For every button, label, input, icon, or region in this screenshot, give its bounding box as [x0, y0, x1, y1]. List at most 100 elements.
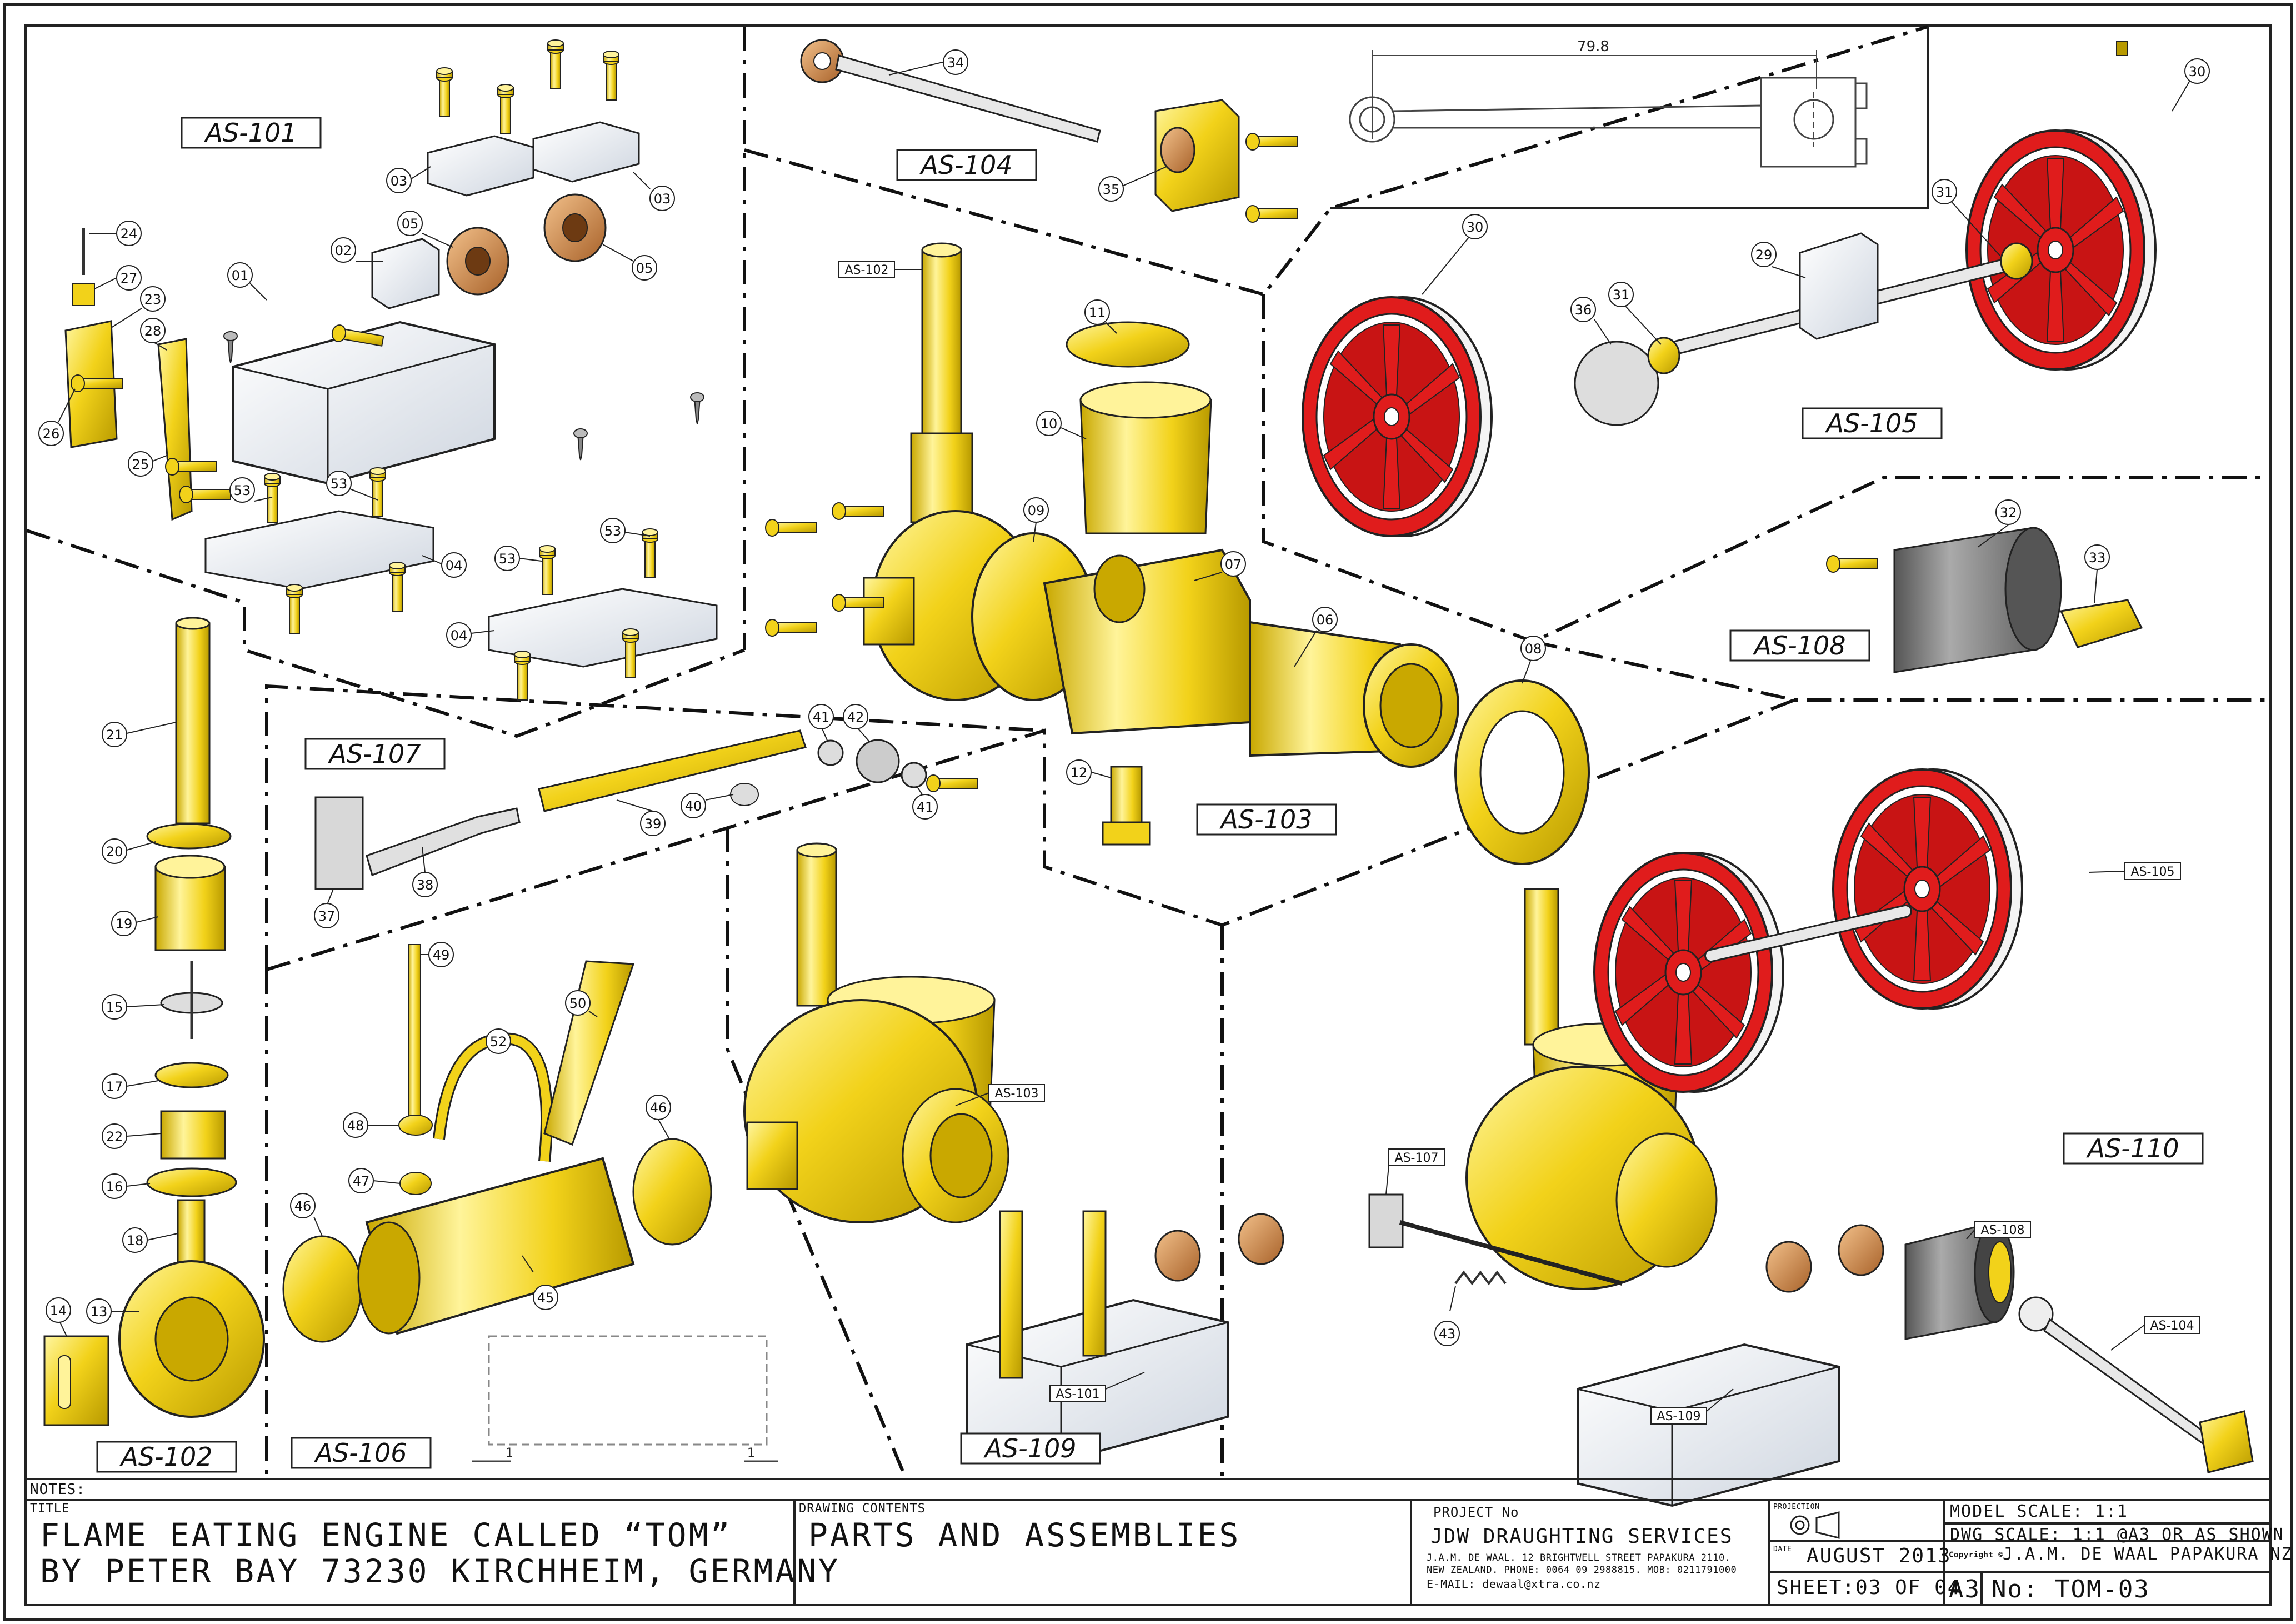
balloon-05a: 05 — [397, 211, 453, 248]
svg-text:46: 46 — [650, 1100, 667, 1116]
copyright-label: Copyright © — [1949, 1551, 2004, 1560]
balloon-02: 02 — [331, 237, 383, 263]
svg-text:48: 48 — [347, 1118, 364, 1133]
svg-text:42: 42 — [847, 709, 864, 725]
svg-text:53: 53 — [604, 523, 622, 539]
svg-text:20: 20 — [106, 844, 123, 860]
svg-text:AS-107: AS-107 — [1395, 1151, 1439, 1165]
balloon-09: 09 — [1023, 497, 1049, 542]
balloon-27: 27 — [94, 265, 142, 291]
assembly-labels: AS-101 AS-104 AS-105 AS-108 AS-103 AS-10… — [96, 117, 2204, 1473]
tube-50 — [543, 960, 635, 1146]
project-label: PROJECT No — [1433, 1505, 1519, 1520]
sheet-number: SHEET:03 OF 04 — [1777, 1576, 1961, 1599]
bronze-bearing-05b — [543, 193, 607, 262]
lid-46b — [632, 1138, 712, 1246]
balloon-39: 39 — [616, 799, 666, 836]
dimension-79-8: 79.8 — [1577, 38, 1609, 55]
balloon-40: 40 — [681, 793, 734, 818]
label-as106: AS-106 — [291, 1437, 432, 1469]
collar-31a — [1647, 337, 1680, 374]
burner-cap-11 — [1066, 321, 1190, 368]
dim-tank-left: 1 — [506, 1446, 513, 1460]
balloon-31b: 31 — [1608, 282, 1662, 345]
title-label: TITLE — [30, 1502, 70, 1516]
svg-text:52: 52 — [490, 1034, 507, 1050]
svg-text:10: 10 — [1041, 416, 1058, 432]
drawing-title-line2: BY PETER BAY 73230 KIRCHHEIM, GERMANY — [40, 1553, 841, 1590]
svg-text:49: 49 — [433, 947, 450, 963]
balloon-53d: 53 — [494, 546, 542, 571]
company-address-2: NEW ZEALAND. PHONE: 0064 09 2988815. MOB… — [1427, 1565, 1737, 1576]
balloon-41b: 41 — [912, 786, 938, 820]
steel-bearing-cap-03b — [532, 121, 640, 183]
svg-text:25: 25 — [132, 457, 149, 472]
svg-text:13: 13 — [91, 1304, 108, 1320]
svg-text:AS-104: AS-104 — [2150, 1319, 2194, 1333]
company-name: JDW DRAUGHTING SERVICES — [1430, 1525, 1733, 1548]
cylinder-07 — [1043, 548, 1251, 735]
balloon-11: 11 — [1084, 299, 1117, 334]
svg-text:AS-102: AS-102 — [845, 263, 889, 277]
as107-linkage-assembly — [314, 729, 978, 890]
svg-text:34: 34 — [947, 55, 964, 71]
drawing-scale: DWG SCALE: 1:1 @A3 OR AS SHOWN — [1950, 1525, 2284, 1545]
projection-label: PROJECTION — [1773, 1503, 1820, 1511]
svg-text:53: 53 — [499, 551, 516, 567]
svg-text:31: 31 — [1613, 287, 1630, 303]
svg-text:22: 22 — [106, 1129, 123, 1145]
svg-text:29: 29 — [1755, 247, 1773, 263]
svg-text:19: 19 — [116, 916, 133, 932]
tube-21 — [175, 622, 211, 825]
svg-text:AS-103: AS-103 — [1219, 804, 1312, 835]
bar-39 — [538, 729, 807, 812]
as101-standards-assembly — [64, 39, 718, 701]
balloon-10: 10 — [1036, 411, 1087, 439]
stem-49 — [408, 944, 421, 1134]
block-14 — [43, 1335, 109, 1426]
svg-text:40: 40 — [685, 798, 702, 814]
balloon-03b: 03 — [633, 172, 675, 211]
as104-connecting-rod — [800, 39, 1298, 223]
balloon-16: 16 — [102, 1173, 151, 1199]
balloon-04b: 04 — [446, 622, 495, 648]
svg-text:AS-101: AS-101 — [1056, 1387, 1100, 1401]
tag-as101-small: AS-101 — [1049, 1372, 1145, 1402]
svg-text:50: 50 — [569, 996, 587, 1011]
svg-text:AS-108: AS-108 — [1981, 1223, 2025, 1237]
label-as107: AS-107 — [304, 738, 446, 770]
model-scale: MODEL SCALE: 1:1 — [1950, 1502, 2128, 1521]
link-38 — [366, 807, 521, 876]
drawing-number: No: TOM-03 — [1992, 1575, 2150, 1603]
section-dividers — [26, 25, 2269, 1479]
svg-text:27: 27 — [121, 271, 138, 286]
as104-dimension-detail: 79.8 — [1330, 27, 1929, 209]
contents-label: DRAWING CONTENTS — [799, 1502, 926, 1516]
svg-text:35: 35 — [1103, 182, 1120, 197]
svg-text:06: 06 — [1317, 612, 1334, 628]
svg-text:AS-106: AS-106 — [313, 1438, 407, 1468]
balloon-06: 06 — [1294, 607, 1338, 667]
balloon-50: 50 — [565, 990, 598, 1017]
fitting-47 — [399, 1172, 432, 1195]
balloon-47: 47 — [348, 1168, 401, 1193]
balloon-30b: 30 — [2172, 58, 2210, 112]
balloon-38: 38 — [412, 847, 438, 897]
sheet-frame — [3, 3, 2293, 1621]
balloon-33: 33 — [2084, 544, 2110, 603]
sleeve-22 — [160, 1110, 226, 1160]
as110-final-assembly — [1368, 768, 2254, 1507]
svg-text:36: 36 — [1575, 302, 1592, 318]
washer-17 — [154, 1062, 229, 1088]
sleeve-19 — [154, 866, 226, 951]
balloon-25: 25 — [128, 451, 167, 477]
dim-tank-right: 1 — [747, 1446, 755, 1460]
balloon-48: 48 — [343, 1112, 399, 1138]
as102-chimney-stack-assembly — [43, 617, 265, 1426]
svg-text:01: 01 — [232, 268, 249, 283]
svg-text:03: 03 — [391, 173, 408, 189]
balloon-53a: 53 — [229, 477, 273, 503]
svg-text:AS-103: AS-103 — [995, 1087, 1039, 1101]
balloon-52: 52 — [486, 1028, 511, 1054]
